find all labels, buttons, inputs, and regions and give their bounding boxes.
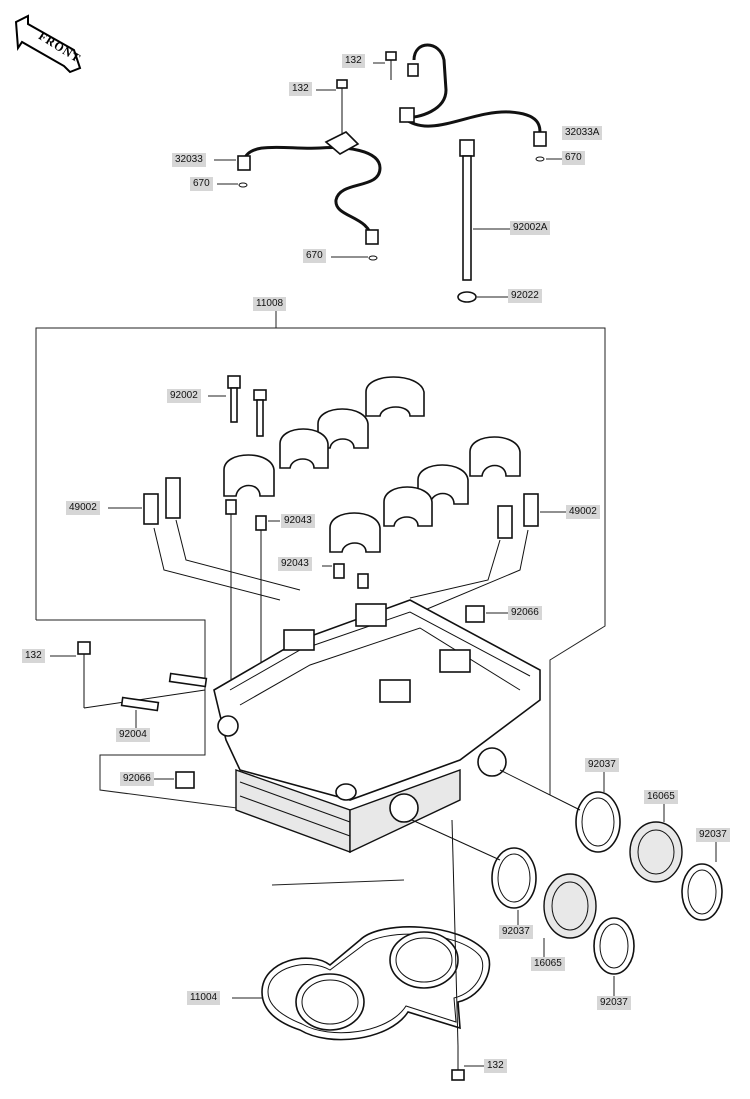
head-gasket-11004 bbox=[261, 926, 491, 1041]
part-label-92002a: 92002A bbox=[510, 221, 551, 235]
plug-92066-right-icon bbox=[465, 605, 485, 623]
part-label-92022: 92022 bbox=[508, 289, 542, 303]
plug-49002-left-icon bbox=[143, 493, 159, 525]
clamp-92037-d-icon bbox=[593, 917, 635, 975]
part-label-92037-a: 92037 bbox=[585, 758, 619, 772]
part-label-92066-left: 92066 bbox=[120, 772, 154, 786]
front-arrow-icon bbox=[14, 14, 82, 74]
bolt-132-top-left-icon bbox=[336, 79, 348, 89]
camshaft-cap-group bbox=[223, 376, 521, 553]
part-label-92043-a: 92043 bbox=[281, 514, 315, 528]
clamp-92037-a-icon bbox=[575, 791, 621, 853]
part-label-132-top-right: 132 bbox=[342, 54, 365, 68]
part-label-670-left: 670 bbox=[190, 177, 213, 191]
clamp-92037-c-icon bbox=[491, 847, 537, 909]
dowel-92043-icon bbox=[255, 515, 267, 531]
part-label-11008: 11008 bbox=[253, 297, 287, 311]
part-label-670-right: 670 bbox=[562, 151, 585, 165]
part-label-92002: 92002 bbox=[167, 389, 201, 403]
bolt-132-top-right-icon bbox=[385, 51, 397, 61]
stud-92004-icon bbox=[120, 696, 160, 712]
part-label-49002-left: 49002 bbox=[66, 501, 100, 515]
part-label-92066-right: 92066 bbox=[508, 606, 542, 620]
part-label-32033: 32033 bbox=[172, 153, 206, 167]
part-label-49002-right: 49002 bbox=[566, 505, 600, 519]
part-label-92037-b: 92037 bbox=[696, 828, 730, 842]
bolt-132-bottom-icon bbox=[451, 1069, 465, 1081]
part-label-132-top-left: 132 bbox=[289, 82, 312, 96]
long-bolt-92002a-icon bbox=[459, 139, 475, 157]
part-label-92004: 92004 bbox=[116, 728, 150, 742]
part-label-16065-a: 16065 bbox=[644, 790, 678, 804]
front-direction-badge: FRONT bbox=[14, 14, 83, 76]
washer-92022-icon bbox=[457, 291, 477, 303]
part-label-132-bottom: 132 bbox=[484, 1059, 507, 1073]
plug-49002-right-icon bbox=[497, 505, 513, 539]
part-label-132-left: 132 bbox=[22, 649, 45, 663]
part-label-92037-d: 92037 bbox=[597, 996, 631, 1010]
bolt-132-left-icon bbox=[77, 641, 91, 655]
part-label-92037-c: 92037 bbox=[499, 925, 533, 939]
pipe-fitting-right-icon bbox=[533, 131, 547, 147]
part-label-670-mid: 670 bbox=[303, 249, 326, 263]
pipe-fitting-left-icon bbox=[237, 155, 251, 171]
cylinder-head-body bbox=[213, 599, 541, 854]
part-label-32033a: 32033A bbox=[562, 126, 603, 140]
part-label-11004: 11004 bbox=[187, 991, 221, 1005]
plug-92066-left-icon bbox=[175, 771, 195, 789]
bolt-92002-icon bbox=[227, 375, 241, 389]
part-label-92043-b: 92043 bbox=[278, 557, 312, 571]
part-label-16065-b: 16065 bbox=[531, 957, 565, 971]
clamp-92037-b-icon bbox=[681, 863, 723, 921]
